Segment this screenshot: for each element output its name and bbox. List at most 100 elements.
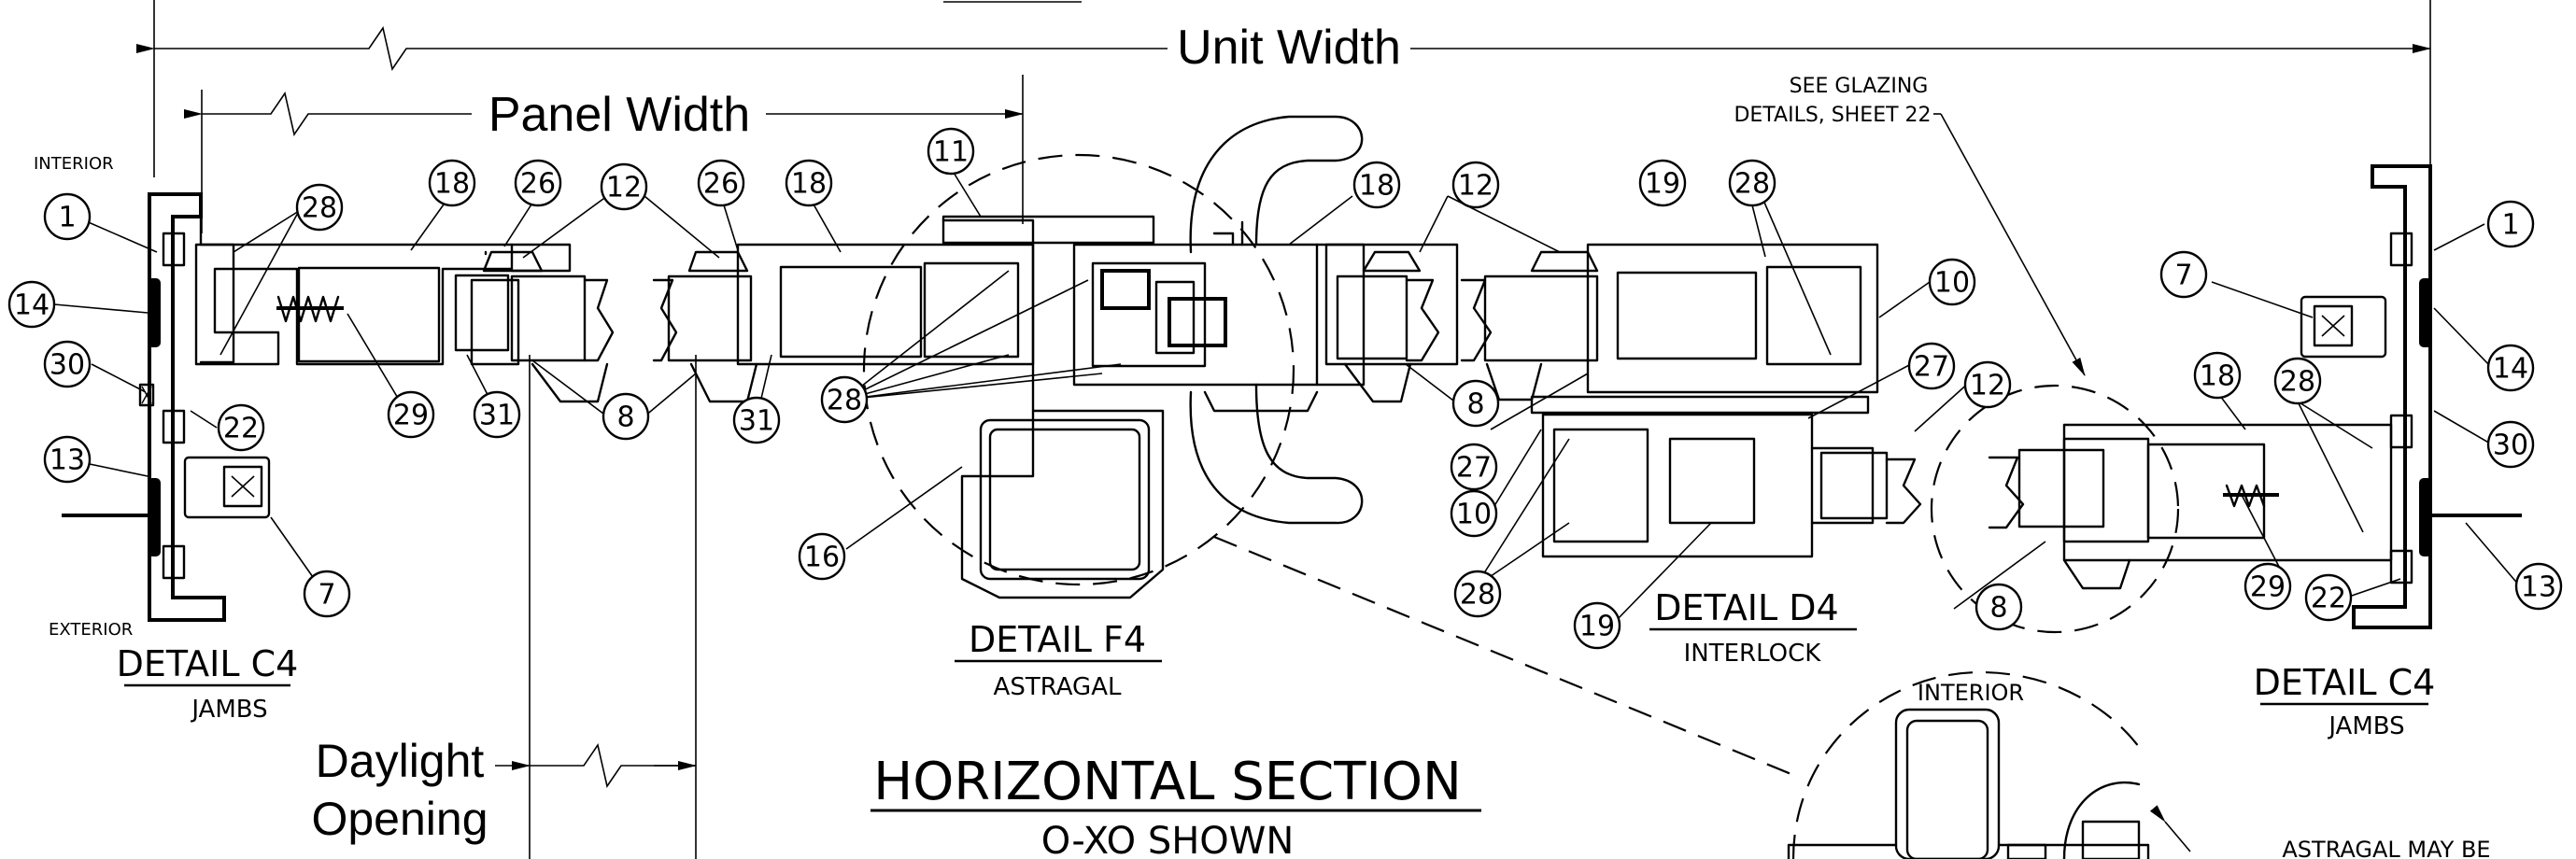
callout-number: 19 — [1579, 611, 1615, 643]
callout-circle — [295, 183, 344, 232]
interior-inset-label: INTERIOR — [1918, 680, 2024, 706]
callout-circle — [1928, 258, 1976, 306]
callout-number: 14 — [2493, 353, 2528, 386]
callout-circle — [2243, 562, 2292, 611]
callout-number: 28 — [302, 192, 337, 225]
callout-circle — [1963, 360, 2012, 409]
callout-18: 18 — [1352, 161, 1401, 209]
callout-circle — [1573, 601, 1621, 650]
left-panel-glass — [482, 250, 758, 403]
callout-circle — [1450, 443, 1498, 491]
callout-number: 8 — [1989, 592, 2007, 625]
callout-16: 16 — [798, 532, 846, 581]
astragal-profile — [1072, 220, 1366, 413]
callout-circle — [1451, 161, 1500, 209]
callout-12: 12 — [1963, 360, 2012, 409]
callout-number: 29 — [393, 400, 429, 432]
callout-13: 13 — [2514, 562, 2563, 611]
callout-circle — [1907, 342, 1956, 390]
callout-number: 10 — [1934, 267, 1970, 300]
callout-circle — [1450, 489, 1498, 538]
callout-circle — [43, 435, 92, 484]
detail-titles: DETAIL C4 JAMBS DETAIL F4 ASTRAGAL DETAI… — [117, 587, 2436, 740]
left-fixed-panel-right — [736, 215, 1165, 599]
callout-circle — [217, 403, 265, 452]
callout-8: 8 — [1974, 583, 2023, 631]
callout-number: 18 — [1359, 170, 1394, 203]
callout-number: 12 — [1970, 370, 2005, 402]
callout-number: 18 — [434, 168, 470, 201]
detail-circles — [862, 153, 2180, 859]
callout-circle — [785, 159, 833, 207]
callout-22: 22 — [2304, 573, 2353, 622]
unit-width-dimension: Unit Width — [136, 0, 2431, 177]
inset-astragal-detail — [1787, 708, 2191, 859]
callout-circle — [514, 159, 562, 207]
callout-28: 28 — [2273, 357, 2322, 405]
daylight-label-line2: Opening — [311, 793, 488, 845]
callout-circle — [798, 532, 846, 581]
callout-7: 7 — [2159, 250, 2208, 299]
callout-circle — [473, 390, 521, 439]
callout-number: 1 — [58, 202, 76, 234]
callout-number: 1 — [2501, 209, 2519, 242]
detail-c4-right-title: DETAIL C4 — [2254, 662, 2436, 703]
callout-number: 19 — [1645, 168, 1680, 201]
callout-12: 12 — [1451, 161, 1500, 209]
callout-12: 12 — [600, 162, 648, 211]
callout-circle — [2273, 357, 2322, 405]
callout-circle — [387, 390, 435, 439]
handle-outline — [1189, 115, 1364, 525]
detail-d4-title: DETAIL D4 — [1654, 587, 1838, 628]
panel-width-dimension: Panel Width — [184, 75, 1024, 233]
interlock-profile — [1530, 243, 1922, 558]
callout-circle — [303, 570, 351, 618]
callout-circle — [1638, 159, 1687, 207]
callout-number: 27 — [1914, 351, 1949, 384]
callout-30: 30 — [43, 340, 92, 388]
callout-1: 1 — [43, 192, 92, 241]
right-jamb-profile — [2300, 164, 2522, 629]
callout-14: 14 — [2486, 344, 2535, 392]
callout-number: 31 — [739, 405, 774, 438]
callout-number: 30 — [2493, 430, 2528, 462]
callout-number: 10 — [1456, 499, 1492, 531]
callout-circle — [1974, 583, 2023, 631]
callout-number: 18 — [791, 168, 827, 201]
callout-circle — [732, 396, 781, 444]
callout-circle — [1451, 379, 1500, 428]
callout-circle — [1453, 570, 1502, 618]
daylight-label-line1: Daylight — [316, 735, 485, 787]
callout-30: 30 — [2486, 420, 2535, 469]
callout-number: 26 — [520, 168, 556, 201]
callout-circle — [2159, 250, 2208, 299]
callout-18: 18 — [428, 159, 476, 207]
callout-1: 1 — [2486, 200, 2535, 248]
daylight-opening-dimension: Daylight Opening — [311, 355, 697, 859]
callout-18: 18 — [785, 159, 833, 207]
callout-number: 26 — [703, 168, 739, 201]
callout-29: 29 — [387, 390, 435, 439]
glazing-note-line2: DETAILS, SHEET 22 — [1734, 104, 1931, 127]
callout-circle — [1728, 159, 1776, 207]
left-panel-profile — [194, 243, 572, 366]
detail-f4-title: DETAIL F4 — [969, 619, 1146, 660]
callout-circle — [43, 192, 92, 241]
callout-number: 29 — [2250, 571, 2286, 604]
callout-8: 8 — [1451, 379, 1500, 428]
callout-number: 28 — [827, 385, 862, 417]
callout-31: 31 — [473, 390, 521, 439]
detail-d4-sub: INTERLOCK — [1684, 640, 1822, 668]
callout-number: 18 — [2200, 360, 2235, 393]
callout-circle — [2486, 344, 2535, 392]
callout-circle — [927, 127, 975, 176]
callout-number: 7 — [318, 579, 335, 612]
notes: SEE GLAZING DETAILS, SHEET 22 INTERIOR E… — [34, 75, 2491, 859]
detail-f4-sub: ASTRAGAL — [994, 673, 1122, 701]
callout-26: 26 — [697, 159, 745, 207]
left-jamb-profile — [62, 192, 271, 622]
callout-number: 28 — [2280, 366, 2315, 399]
panel-width-label: Panel Width — [488, 88, 750, 142]
callout-7: 7 — [303, 570, 351, 618]
